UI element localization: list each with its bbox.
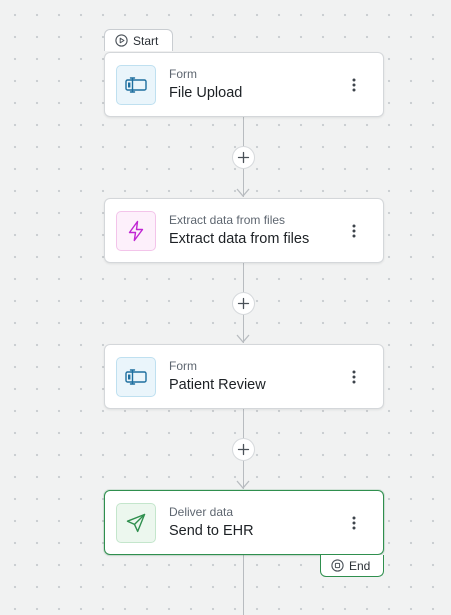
node-title: File Upload: [169, 84, 243, 101]
node-menu-button[interactable]: [342, 217, 366, 245]
node-patient-review[interactable]: Form Patient Review: [104, 344, 384, 409]
more-vertical-icon: [352, 370, 356, 383]
end-label: End: [349, 558, 371, 573]
node-menu-button[interactable]: [342, 509, 366, 537]
connector-line: [243, 555, 244, 615]
lightning-icon: [128, 220, 144, 241]
plus-icon: [237, 443, 250, 456]
add-step-button[interactable]: [232, 146, 255, 169]
node-type-label: Extract data from files: [169, 212, 286, 227]
node-file-upload[interactable]: Form File Upload: [104, 52, 384, 117]
node-type-label: Form: [169, 66, 197, 81]
play-circle-icon: [115, 34, 128, 47]
more-vertical-icon: [352, 78, 356, 91]
more-vertical-icon: [352, 224, 356, 237]
stop-circle-icon: [331, 559, 344, 572]
node-type-label: Form: [169, 358, 197, 373]
arrow-down-icon: [236, 188, 250, 197]
start-label: Start: [133, 33, 159, 48]
add-step-button[interactable]: [232, 438, 255, 461]
arrow-down-icon: [236, 480, 250, 489]
more-vertical-icon: [352, 516, 356, 529]
node-send-to-ehr[interactable]: Deliver data Send to EHR: [104, 490, 384, 555]
end-tag: End: [320, 555, 384, 577]
start-tag: Start: [104, 29, 173, 51]
send-icon: [126, 513, 146, 532]
node-title: Patient Review: [169, 376, 266, 393]
node-icon-container: [116, 502, 156, 543]
plus-icon: [237, 297, 250, 310]
form-icon: [125, 76, 147, 93]
node-title: Extract data from files: [169, 230, 310, 247]
node-icon-container: [116, 64, 156, 105]
node-title: Send to EHR: [169, 522, 254, 539]
plus-icon: [237, 151, 250, 164]
node-icon-container: [116, 210, 156, 251]
arrow-down-icon: [236, 334, 250, 343]
node-extract-data[interactable]: Extract data from files Extract data fro…: [104, 198, 384, 263]
node-menu-button[interactable]: [342, 71, 366, 99]
node-menu-button[interactable]: [342, 363, 366, 391]
node-icon-container: [116, 356, 156, 397]
node-type-label: Deliver data: [169, 504, 234, 519]
add-step-button[interactable]: [232, 292, 255, 315]
form-icon: [125, 368, 147, 385]
